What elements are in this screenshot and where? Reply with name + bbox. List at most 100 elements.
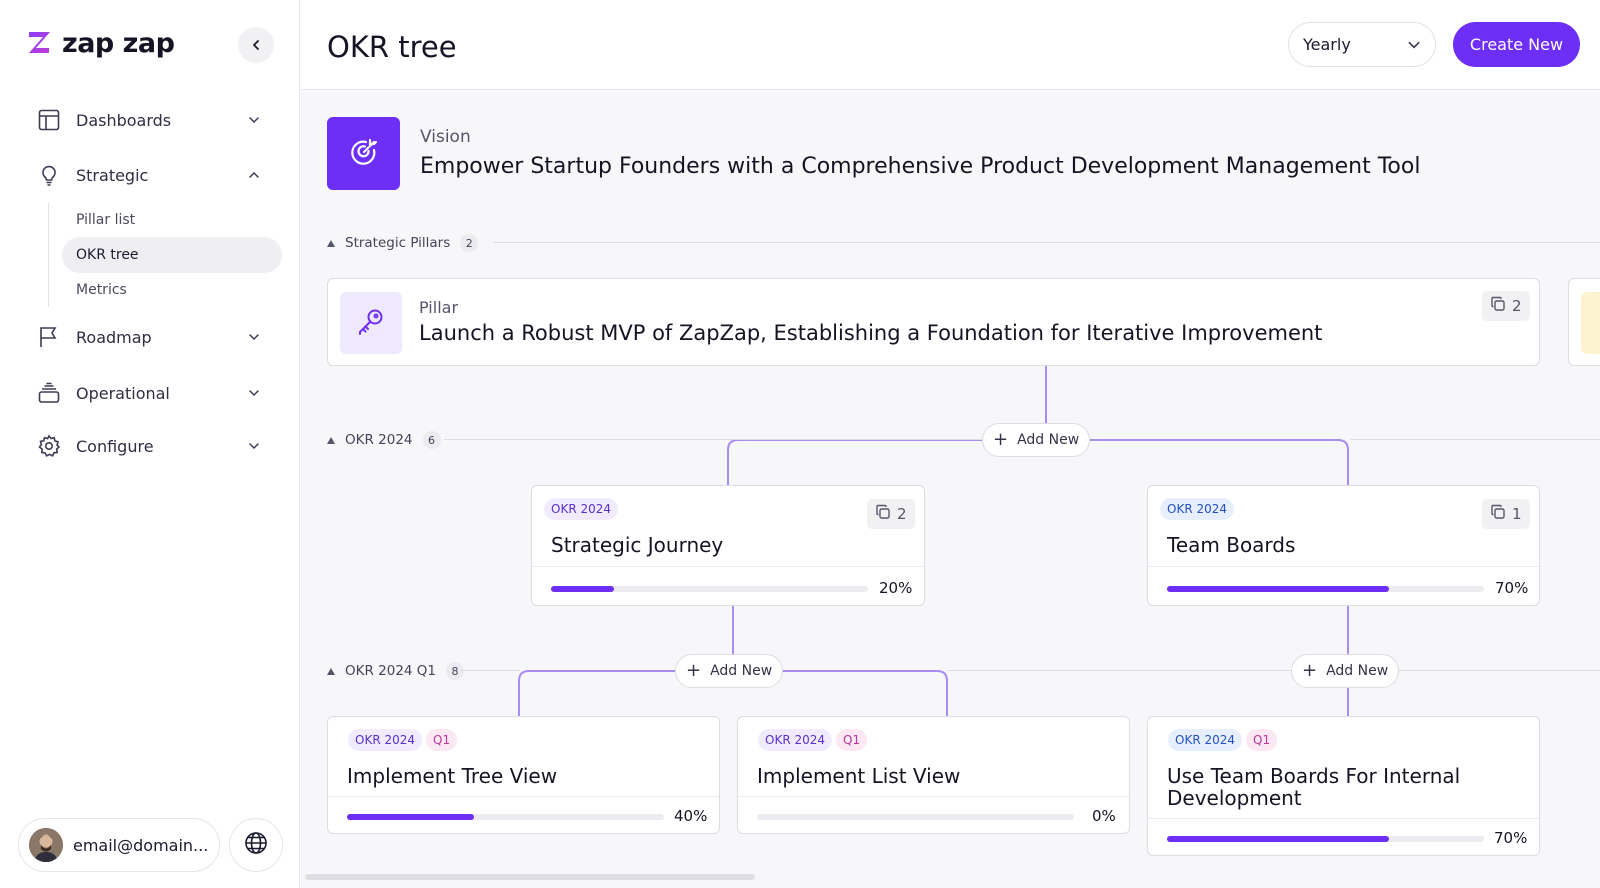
progress-bar: [1167, 836, 1484, 842]
period-select[interactable]: Yearly: [1288, 22, 1436, 67]
section-label: OKR 2024: [345, 432, 413, 448]
okr-card-use-team-boards-internal[interactable]: OKR 2024 Q1 Use Team Boards For Internal…: [1147, 716, 1540, 856]
quarter-badge: Q1: [426, 729, 458, 751]
target-icon: [347, 135, 381, 173]
zap-logo-icon: [26, 28, 54, 60]
progress-fill: [347, 814, 474, 820]
progress-label: 40%: [674, 807, 708, 825]
pillar-icon-box: [1581, 292, 1600, 354]
section-label: Strategic Pillars: [345, 235, 451, 251]
card-divider: [1148, 566, 1539, 567]
add-new-label: Add New: [710, 663, 773, 679]
child-count-button[interactable]: 2: [1482, 291, 1530, 321]
submenu-line: [48, 203, 49, 307]
collapse-sidebar-button[interactable]: [238, 27, 274, 63]
horizontal-scrollbar[interactable]: [305, 874, 755, 880]
section-divider: [947, 670, 1291, 671]
create-new-button[interactable]: Create New: [1453, 22, 1580, 67]
chevron-down-icon: [246, 329, 262, 345]
nav-roadmap[interactable]: Roadmap: [36, 320, 262, 354]
add-new-okr-q1-button[interactable]: + Add New: [675, 654, 784, 688]
child-count-value: 2: [897, 505, 907, 523]
progress-bar: [347, 814, 664, 820]
sidebar-item-metrics[interactable]: Metrics: [76, 282, 127, 298]
quarter-badge: Q1: [1246, 729, 1278, 751]
add-new-okr-button[interactable]: + Add New: [982, 423, 1091, 457]
lightbulb-icon: [36, 162, 62, 188]
section-divider: [1398, 670, 1600, 671]
chevron-down-icon: [246, 112, 262, 128]
period-select-value: Yearly: [1303, 35, 1351, 54]
sidebar: zap zap Dashboards Strategic Pillar list…: [0, 0, 300, 888]
connector-addnew-to-strategic-journey: [727, 439, 983, 485]
okr-title: Strategic Journey: [551, 533, 724, 557]
okr-badge: OKR 2024: [348, 729, 423, 751]
user-menu[interactable]: email@domain...: [18, 818, 220, 872]
okr-title: Implement List View: [757, 764, 961, 788]
page-title: OKR tree: [327, 30, 457, 64]
layers-icon: [36, 380, 62, 406]
pillar-card[interactable]: Pillar Launch a Robust MVP of ZapZap, Es…: [327, 278, 1540, 366]
okr-card-implement-list-view[interactable]: OKR 2024 Q1 Implement List View 0%: [737, 716, 1130, 834]
okr-badge: OKR 2024: [1160, 498, 1235, 520]
user-email: email@domain...: [73, 835, 209, 855]
progress-fill: [1167, 836, 1389, 842]
okr-title: Team Boards: [1167, 533, 1296, 557]
okr-title: Use Team Boards For Internal Development: [1167, 764, 1461, 810]
layout-icon: [36, 107, 62, 133]
add-new-label: Add New: [1326, 663, 1389, 679]
okr-card-team-boards[interactable]: OKR 2024 1 Team Boards 70%: [1147, 485, 1540, 606]
nav-label: Configure: [76, 436, 154, 456]
sidebar-item-okr-tree[interactable]: OKR tree: [62, 237, 282, 273]
vision-title: Empower Startup Founders with a Comprehe…: [420, 154, 1421, 179]
card-divider: [1148, 818, 1539, 819]
nav-label: Dashboards: [76, 110, 172, 130]
chevron-down-icon: [246, 385, 262, 401]
child-count-button[interactable]: 2: [867, 499, 915, 529]
avatar: [29, 828, 63, 862]
section-count: 2: [460, 234, 479, 252]
connector-addnew-to-list-view: [780, 670, 948, 716]
okr-title: Implement Tree View: [347, 764, 558, 788]
okr-card-strategic-journey[interactable]: OKR 2024 2 Strategic Journey 20%: [531, 485, 925, 606]
pillar-title: Launch a Robust MVP of ZapZap, Establish…: [419, 321, 1323, 345]
add-new-label: Add New: [1017, 432, 1080, 448]
section-okr-2024[interactable]: OKR 2024 6: [327, 430, 441, 450]
nav-strategic[interactable]: Strategic: [36, 158, 262, 192]
section-divider: [1350, 439, 1600, 440]
add-new-okr-q1-button[interactable]: + Add New: [1291, 654, 1400, 688]
section-strategic-pillars[interactable]: Strategic Pillars 2: [327, 233, 479, 253]
connector-addnew-to-team-boards: [1089, 439, 1349, 485]
collapse-triangle-icon: [327, 239, 335, 247]
copy-icon: [1490, 296, 1506, 316]
progress-label: 70%: [1495, 579, 1529, 597]
sidebar-item-pillar-list[interactable]: Pillar list: [76, 212, 136, 228]
section-label: OKR 2024 Q1: [345, 663, 437, 679]
collapse-triangle-icon: [327, 667, 335, 675]
plus-icon: +: [686, 660, 702, 681]
page-header: OKR tree Yearly Create New: [300, 0, 1600, 90]
copy-icon: [875, 504, 891, 524]
okr-card-implement-tree-view[interactable]: OKR 2024 Q1 Implement Tree View 40%: [327, 716, 720, 834]
plus-icon: +: [1302, 660, 1318, 681]
nav-label: Roadmap: [76, 327, 152, 347]
nav-dashboards[interactable]: Dashboards: [36, 103, 262, 137]
section-divider: [493, 242, 1600, 243]
language-button[interactable]: [229, 818, 283, 872]
child-count-button[interactable]: 1: [1482, 499, 1530, 529]
nav-configure[interactable]: Configure: [36, 429, 262, 463]
pillar-label: Pillar: [419, 298, 459, 317]
pillar-icon-box: [340, 292, 402, 354]
connector-addnew-to-tree-view: [518, 670, 676, 716]
pillar-card-partial[interactable]: [1568, 278, 1600, 366]
chevron-up-icon: [246, 167, 262, 183]
section-okr-2024-q1[interactable]: OKR 2024 Q1 8: [327, 661, 465, 681]
collapse-triangle-icon: [327, 436, 335, 444]
flag-icon: [36, 324, 62, 350]
logo[interactable]: zap zap: [26, 28, 175, 60]
chevron-down-icon: [1407, 37, 1421, 56]
copy-icon: [1490, 504, 1506, 524]
nav-operational[interactable]: Operational: [36, 376, 262, 410]
section-count: 6: [422, 431, 441, 449]
nav-label: Operational: [76, 383, 170, 403]
